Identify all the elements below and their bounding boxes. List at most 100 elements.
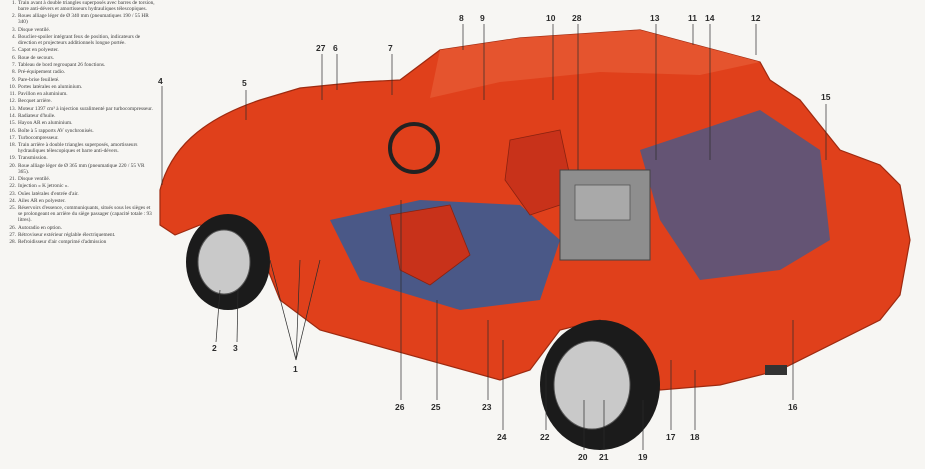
legend-item: 8.Pré-équipement radio.: [6, 69, 156, 75]
legend-number: 11.: [9, 91, 16, 98]
front-rim: [197, 229, 251, 295]
callout-26: 26: [395, 402, 405, 412]
engine-detail: [574, 184, 631, 221]
legend-item: 19.Transmission.: [6, 155, 156, 161]
legend-text: Boîte à 5 rapports AV synchronisés.: [18, 127, 94, 134]
callout-27: 27: [316, 43, 326, 53]
callout-5: 5: [242, 78, 247, 88]
callout-22: 22: [540, 432, 550, 442]
legend-item: 28.Refroidisseur d'air comprimé d'admiss…: [6, 239, 156, 245]
legend-text: Bouclier-spoiler intégrant feux de posit…: [18, 34, 141, 47]
legend-number: 6.: [12, 54, 16, 61]
legend-item: 9.Pare-brise feuilleté.: [6, 77, 156, 83]
legend-number: 4.: [12, 34, 16, 41]
driver-seat: [389, 204, 471, 286]
legend-number: 20.: [9, 162, 16, 169]
callout-13: 13: [650, 13, 660, 23]
legend-item: 14.Radiateur d'huile.: [6, 113, 156, 119]
legend-item: 6.Roue de secours.: [6, 55, 156, 61]
legend-text: Ailes AR en polyester.: [18, 197, 66, 204]
legend-text: Train arrière à double triangles superpo…: [18, 142, 138, 155]
callout-23: 23: [482, 402, 492, 412]
legend-text: Injection « K jetronic ».: [18, 183, 69, 190]
legend-item: 17.Turbocompresseur.: [6, 135, 156, 141]
legend-item: 22.Injection « K jetronic ».: [6, 183, 156, 189]
callout-19: 19: [638, 452, 648, 462]
callout-20: 20: [578, 452, 588, 462]
legend-number: 9.: [12, 76, 16, 83]
steering-wheel: [388, 122, 440, 174]
legend-item: 20.Roue alliage léger de Ø 365 mm (pneum…: [6, 163, 156, 175]
legend-text: Radiateur d'huile.: [18, 112, 56, 119]
legend-text: Roues alliage léger de Ø 340 mm (pneumat…: [18, 13, 149, 26]
callout-17: 17: [666, 432, 676, 442]
legend-item: 23.Ouïes latérales d'entrée d'air.: [6, 191, 156, 197]
legend-number: 27.: [9, 231, 16, 238]
callout-11: 11: [688, 13, 697, 23]
parts-legend: 1.Train avant à double triangles superpo…: [6, 0, 156, 247]
legend-number: 18.: [9, 142, 16, 149]
callout-25: 25: [431, 402, 441, 412]
callout-6: 6: [333, 43, 338, 53]
legend-item: 5.Capot en polyester.: [6, 47, 156, 53]
legend-item: 3.Disque ventilé.: [6, 27, 156, 33]
legend-number: 8.: [12, 69, 16, 76]
callout-14: 14: [705, 13, 715, 23]
legend-text: Pavillon en aluminium.: [18, 91, 68, 98]
legend-number: 23.: [9, 190, 16, 197]
legend-number: 2.: [12, 13, 16, 20]
callout-28: 28: [572, 13, 582, 23]
legend-item: 21.Disque ventilé.: [6, 176, 156, 182]
callout-21: 21: [599, 452, 609, 462]
legend-text: Hayon AR en aluminium.: [18, 120, 73, 127]
legend-item: 16.Boîte à 5 rapports AV synchronisés.: [6, 128, 156, 134]
legend-item: 11.Pavillon en aluminium.: [6, 91, 156, 97]
legend-item: 25.Réservoirs d'essence, communiquants, …: [6, 205, 156, 223]
legend-text: Refroidisseur d'air comprimé d'admission: [18, 239, 107, 246]
legend-item: 18.Train arrière à double triangles supe…: [6, 142, 156, 154]
legend-number: 1.: [12, 0, 16, 6]
legend-item: 2.Roues alliage léger de Ø 340 mm (pneum…: [6, 13, 156, 25]
callout-3: 3: [233, 343, 238, 353]
legend-text: Roue alliage léger de Ø 365 mm (pneumati…: [18, 162, 145, 175]
legend-number: 14.: [9, 112, 16, 119]
legend-text: Roue de secours.: [18, 54, 55, 61]
legend-item: 4.Bouclier-spoiler intégrant feux de pos…: [6, 34, 156, 46]
legend-text: Pré-équipement radio.: [18, 69, 66, 76]
callout-24: 24: [497, 432, 507, 442]
legend-item: 26.Autoradio en option.: [6, 225, 156, 231]
legend-number: 3.: [12, 26, 16, 33]
legend-item: 12.Becquet arrière.: [6, 98, 156, 104]
legend-text: Tableau de bord regroupant 26 fonctions.: [18, 61, 106, 68]
legend-text: Train avant à double triangles superposé…: [18, 0, 155, 13]
legend-text: Capot en polyester.: [18, 47, 59, 54]
legend-number: 10.: [9, 83, 16, 90]
callout-12: 12: [751, 13, 761, 23]
legend-item: 24.Ailes AR en polyester.: [6, 198, 156, 204]
legend-text: Rétroviseur extérieur réglable électriqu…: [18, 231, 116, 238]
legend-number: 24.: [9, 197, 16, 204]
exhaust-pipe: [765, 365, 787, 375]
legend-number: 16.: [9, 127, 16, 134]
callout-16: 16: [788, 402, 798, 412]
legend-number: 28.: [9, 239, 16, 246]
legend-item: 15.Hayon AR en aluminium.: [6, 120, 156, 126]
callout-8: 8: [459, 13, 464, 23]
legend-number: 13.: [9, 105, 16, 112]
legend-item: 1.Train avant à double triangles superpo…: [6, 0, 156, 12]
legend-number: 26.: [9, 224, 16, 231]
legend-text: Réservoirs d'essence, communiquants, sit…: [18, 205, 152, 224]
legend-text: Ouïes latérales d'entrée d'air.: [18, 190, 79, 197]
legend-item: 7.Tableau de bord regroupant 26 fonction…: [6, 62, 156, 68]
passenger-seat: [504, 129, 576, 216]
legend-text: Becquet arrière.: [18, 98, 52, 105]
callout-15: 15: [821, 92, 831, 102]
legend-number: 7.: [12, 61, 16, 68]
legend-number: 25.: [9, 205, 16, 212]
callout-9: 9: [480, 13, 485, 23]
legend-text: Moteur 1397 cm³ à injection suralimenté …: [18, 105, 153, 112]
legend-text: Portes latérales en aluminium.: [18, 83, 83, 90]
cargo-area: [640, 110, 830, 280]
car-roof: [430, 30, 760, 98]
